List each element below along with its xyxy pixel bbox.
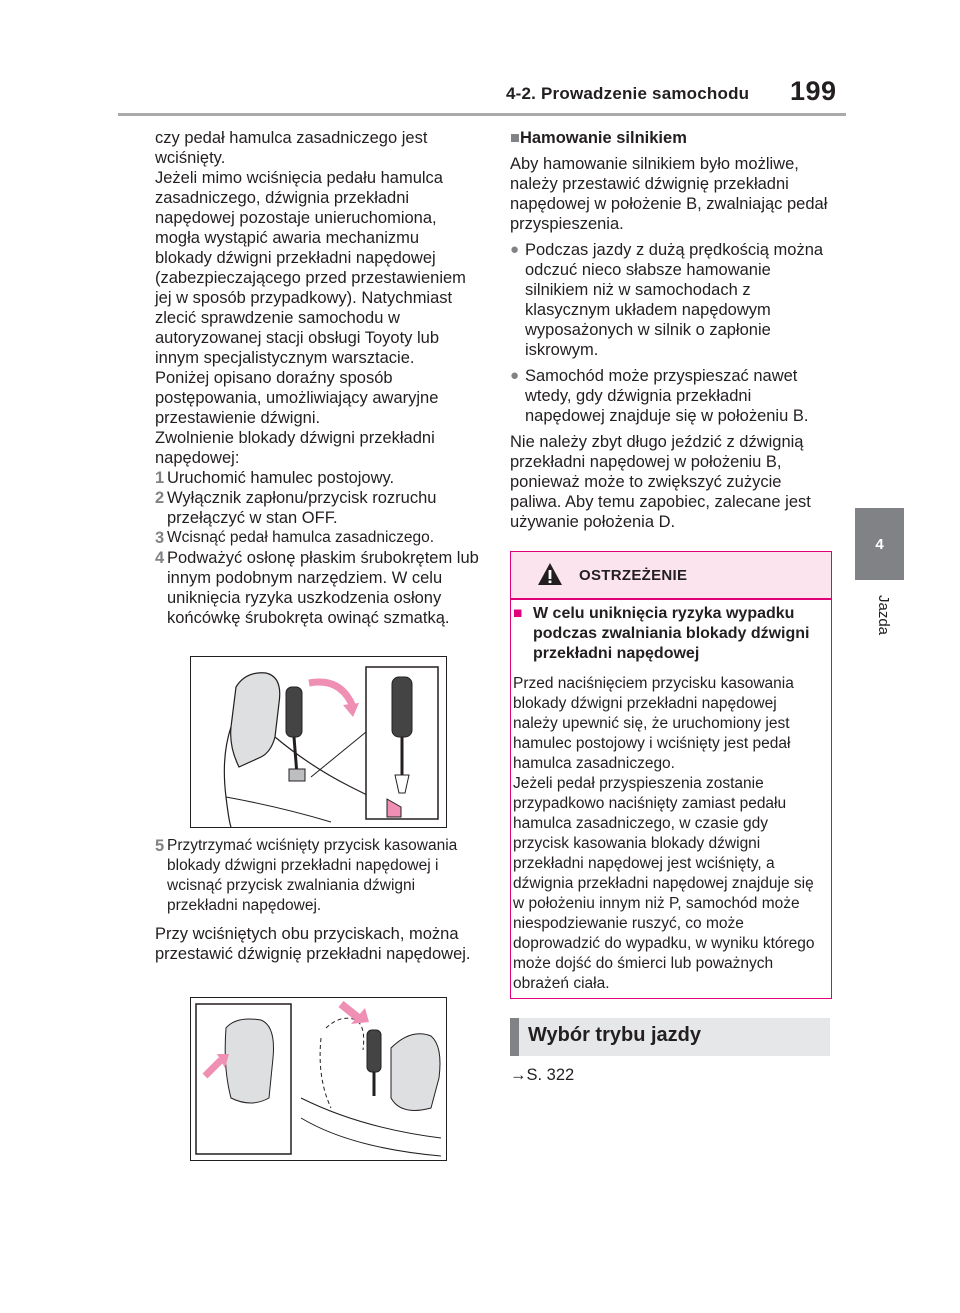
figure-release-button (190, 997, 447, 1161)
warning-triangle-icon (538, 563, 562, 585)
warning-paragraph: Jeżeli pedał przyspieszenia zostanie prz… (513, 775, 815, 992)
step-2: 2 Wyłącznik zapłonu/przycisk rozruchu pr… (155, 488, 480, 528)
closing-paragraph: Przy wciśniętych obu przyciskach, można … (155, 925, 471, 963)
release-button-illustration (195, 1000, 442, 1157)
step-number: 2 (155, 489, 165, 507)
warning-body: ■ W celu uniknięcia ryzyka wypadku podcz… (513, 604, 819, 994)
intro-paragraph: Poniżej opisano doraźny sposób postępowa… (155, 369, 439, 427)
section-marker-icon: ■ (510, 129, 520, 147)
engine-braking-heading: ■Hamowanie silnikiem (510, 129, 687, 147)
engine-braking-paragraph: Aby hamowanie silnikiem było możliwe, na… (510, 155, 828, 233)
chapter-number: 4 (875, 535, 884, 553)
left-column-continued: 5 Przytrzymać wciśnięty przycisk kasowan… (155, 836, 480, 964)
page-reference-link[interactable]: →S. 322 (510, 1066, 575, 1084)
warning-heading: ■ W celu uniknięcia ryzyka wypadku podcz… (513, 605, 810, 662)
warning-paragraph: Przed naciśnięciem przycisku kasowania b… (513, 675, 794, 772)
cover-removal-illustration (223, 666, 439, 828)
bullet-icon: ● (510, 367, 520, 384)
warning-title: OSTRZEŻENIE (579, 567, 688, 584)
drive-mode-heading: Wybór trybu jazdy (528, 1024, 701, 1046)
step-text: Przytrzymać wciśnięty przycisk kasowania… (167, 837, 458, 914)
bullet-icon: ● (510, 241, 520, 258)
intro-paragraph: Zwolnienie blokady dźwigni przekładni na… (155, 429, 435, 467)
right-column: ■Hamowanie silnikiem Aby hamowanie silni… (510, 128, 832, 532)
warning-box: OSTRZEŻENIE ■ W celu uniknięcia ryzyka w… (510, 551, 832, 999)
step-4: 4 Podważyć osłonę płaskim śrubokrętem lu… (155, 548, 480, 628)
warning-header: OSTRZEŻENIE (511, 552, 831, 598)
bullet-item: ● Podczas jazdy z dużą prędkością można … (510, 240, 832, 360)
section-marker-icon: ■ (513, 605, 523, 622)
step-text: Uruchomić hamulec postojowy. (167, 469, 395, 487)
warning-divider (511, 598, 831, 600)
step-number: 1 (155, 469, 165, 487)
chapter-label: Jazda (875, 595, 892, 636)
step-1: 1 Uruchomić hamulec postojowy. (155, 468, 480, 488)
step-text: Wyłącznik zapłonu/przycisk rozruchu prze… (167, 489, 437, 527)
drive-mode-heading-bar: Wybór trybu jazdy (510, 1018, 830, 1056)
step-number: 5 (155, 837, 165, 855)
bullet-item: ● Samochód może przyspieszać nawet wtedy… (510, 366, 832, 426)
bullet-text: Podczas jazdy z dużą prędkością można od… (525, 241, 824, 359)
section-title: 4-2. Prowadzenie samochodu (506, 84, 750, 103)
step-text: Wcisnąć pedał hamulca zasadniczego. (167, 529, 435, 546)
step-number: 4 (155, 549, 165, 567)
step-5: 5 Przytrzymać wciśnięty przycisk kasowan… (155, 836, 480, 916)
intro-paragraph: Jeżeli mimo wciśnięcia pedału hamulca za… (155, 169, 466, 367)
chapter-tab: 4 (855, 508, 904, 580)
heading-accent-bar (510, 1018, 519, 1056)
step-text: Podważyć osłonę płaskim śrubokrętem lub … (167, 549, 479, 627)
step-3: 3 Wcisnąć pedał hamulca zasadniczego. (155, 528, 480, 548)
intro-paragraph: czy pedał hamulca zasadniczego jest wciś… (155, 129, 428, 167)
engine-braking-note: Nie należy zbyt długo jeździć z dźwignią… (510, 433, 811, 531)
header-rule (118, 113, 846, 116)
page-number: 199 (790, 76, 837, 106)
bullet-text: Samochód może przyspieszać nawet wtedy, … (525, 367, 809, 425)
step-number: 3 (155, 529, 165, 547)
left-column: czy pedał hamulca zasadniczego jest wciś… (155, 128, 480, 628)
figure-cover-removal (190, 656, 447, 828)
